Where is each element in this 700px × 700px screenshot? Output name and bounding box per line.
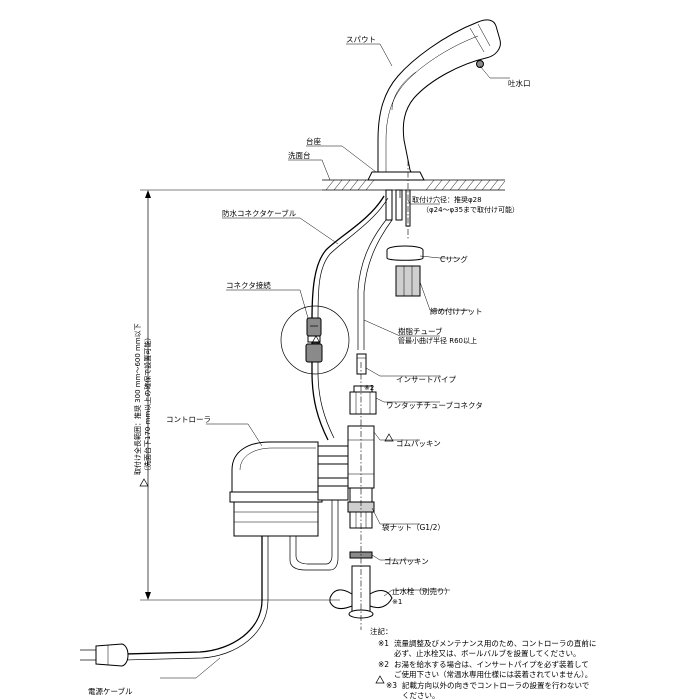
label-mount-hole-2: （φ24〜φ35まで取付け可能） bbox=[422, 205, 519, 214]
note-2-line-1: お湯を給水する場合は、インサートパイプを必ず装着して bbox=[394, 659, 589, 669]
label-rubber-packing-1: ゴムパッキン bbox=[396, 438, 441, 448]
notes-block: 注記： ※1 流量調整及びメンテナンス用のため、コントローラの直前に 必ず、止水… bbox=[370, 626, 596, 700]
tightening-nut bbox=[395, 265, 421, 297]
label-c-ring: Cリング bbox=[440, 254, 468, 264]
washbasin-counter bbox=[322, 179, 506, 191]
dimension-text-1: 取付け全長範囲：推奨 300 mm〜600 mm以下 bbox=[133, 323, 142, 475]
insert-pipe bbox=[356, 353, 367, 375]
label-washbasin: 洗面台 bbox=[288, 150, 311, 160]
label-stop-valve: 止水栓（別売り） bbox=[392, 586, 452, 596]
label-rubber-packing-2: ゴムパッキン bbox=[384, 556, 429, 566]
spout bbox=[367, 19, 501, 181]
waterproof-connector-cable bbox=[311, 195, 389, 441]
label-bag-nut: 袋ナット（G1/2） bbox=[382, 522, 445, 532]
label-connector: コネクタ接続 bbox=[226, 280, 271, 290]
leader-lines bbox=[160, 43, 510, 679]
power-cable bbox=[123, 536, 269, 661]
label-mount-hole-1: 取付け穴径：推奨φ28 bbox=[412, 195, 482, 204]
resin-supply-tube bbox=[357, 219, 393, 350]
mounting-shanks bbox=[385, 160, 411, 240]
label-note-mark-1: ※1 bbox=[392, 598, 402, 606]
note-3-line-1: 記載方向以外の向きでコントローラの設置を行わないで bbox=[402, 680, 589, 690]
label-insert-pipe: インサートパイプ bbox=[396, 375, 456, 384]
one-touch-connector bbox=[349, 385, 377, 415]
dimension-text-2: （洗面台下170 mm以上の確保で設置可能） bbox=[143, 334, 152, 475]
label-base: 台座 bbox=[306, 136, 321, 146]
note-2-mark: ※2 bbox=[378, 660, 389, 669]
note-3-mark: ※3 bbox=[386, 681, 397, 690]
stop-valve bbox=[329, 362, 393, 630]
label-one-touch: ワンタッチチューブコネクタ bbox=[386, 400, 483, 410]
label-tightening-nut: 締め付けナット bbox=[430, 306, 483, 316]
note-1-line-1: 流量調整及びメンテナンス用のため、コントローラの直前に bbox=[394, 638, 596, 648]
label-controller: コントローラ bbox=[166, 415, 211, 424]
connector-detail bbox=[280, 305, 350, 375]
c-ring bbox=[386, 245, 424, 261]
controller-wiring bbox=[289, 500, 339, 571]
notes-heading: 注記： bbox=[370, 626, 393, 636]
note-2-line-2: ご使用下さい（常温水専用仕様には装着されていません）。 bbox=[394, 669, 592, 679]
note-1-line-2: 必ず、止水栓又は、ボールバルブを設置してください。 bbox=[394, 648, 581, 658]
label-spout: スパウト bbox=[346, 35, 376, 44]
label-spout-outlet: 吐水口 bbox=[508, 78, 531, 88]
label-note-mark-2: ※2 bbox=[364, 384, 374, 392]
dimension-label: 取付け全長範囲：推奨 300 mm〜600 mm以下 （洗面台下170 mm以上… bbox=[133, 323, 152, 475]
note-3-line-2: ください。 bbox=[402, 691, 440, 700]
overall-dimension bbox=[140, 189, 340, 601]
warning-triangle-icon bbox=[139, 335, 394, 684]
power-plug bbox=[80, 643, 129, 667]
label-supply-tube: 樹脂チューブ bbox=[398, 326, 443, 336]
label-waterproof-cable: 防水コネクタケーブル bbox=[222, 208, 297, 218]
label-power-cable: 電源ケーブル bbox=[88, 686, 133, 696]
note-1-mark: ※1 bbox=[378, 639, 389, 648]
label-tube-bend: 管最小曲げ半径 R60以上 bbox=[398, 336, 477, 345]
